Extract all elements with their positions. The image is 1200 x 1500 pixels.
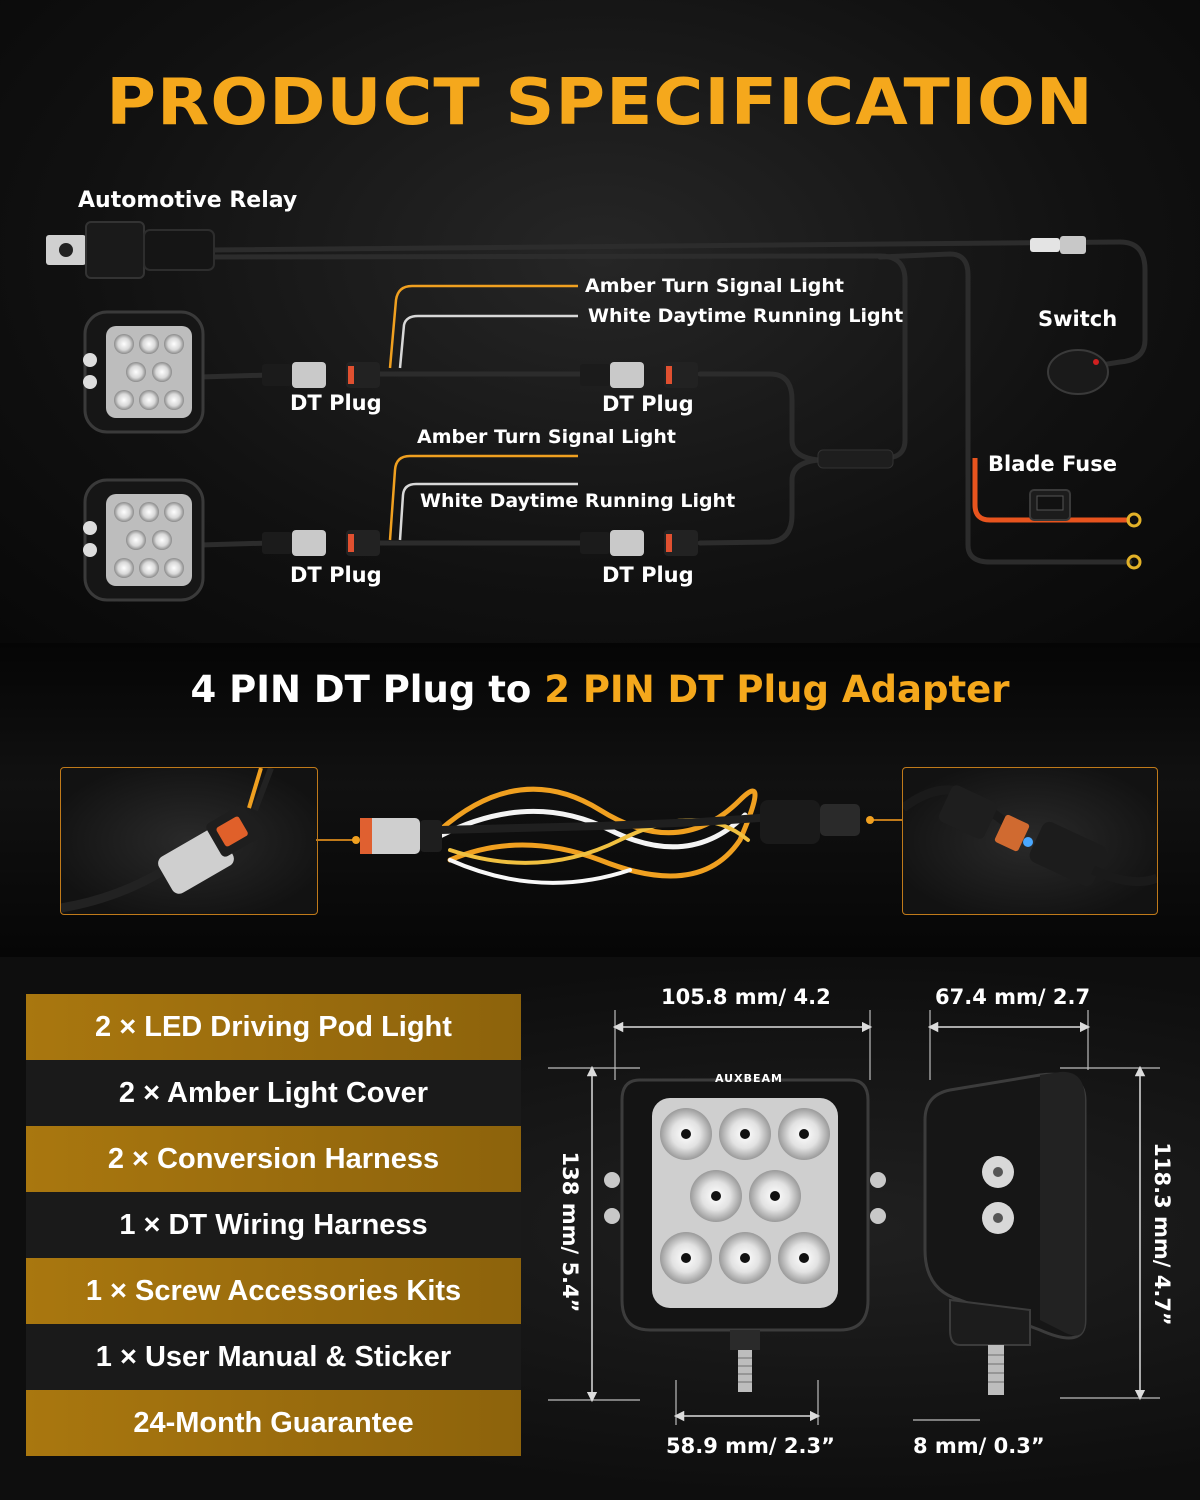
kit-item: 2 × Amber Light Cover <box>26 1060 521 1126</box>
dt-plug-label: DT Plug <box>602 563 694 587</box>
adapter-inset-left <box>60 767 318 915</box>
bracket-width-label: 58.9 mm/ 2.3” <box>666 1434 835 1458</box>
four-pin-connector-illustration <box>61 768 274 913</box>
two-pin-connector-illustration <box>903 785 1157 887</box>
pod-light-top <box>83 310 205 434</box>
bottom-white-label: White Daytime Running Light <box>420 490 736 512</box>
adapter-inset-right <box>902 767 1158 915</box>
bolt-diameter-label: 8 mm/ 0.3” <box>913 1434 1045 1458</box>
dt-plug-group <box>262 362 698 556</box>
fuse-label: Blade Fuse <box>988 452 1117 476</box>
side-height-label: 118.3 mm/ 4.7” <box>1150 1142 1174 1326</box>
top-white-label: White Daytime Running Light <box>588 305 904 327</box>
kit-item: 2 × LED Driving Pod Light <box>26 994 521 1060</box>
kit-item: 24-Month Guarantee <box>26 1390 521 1456</box>
kit-item: 2 × Conversion Harness <box>26 1126 521 1192</box>
dt-plug-label: DT Plug <box>602 392 694 416</box>
side-depth-label: 67.4 mm/ 2.7 <box>935 985 1091 1009</box>
adapter-title-part2: 2 PIN DT Plug Adapter <box>544 668 1010 711</box>
adapter-title: 4 PIN DT Plug to 2 PIN DT Plug Adapter <box>0 668 1200 711</box>
wiring-diagram <box>46 221 1148 602</box>
switch-label: Switch <box>1038 307 1118 331</box>
adapter-title-part1: 4 PIN DT Plug to <box>190 668 545 711</box>
dt-plug-label: DT Plug <box>290 391 382 415</box>
top-amber-label: Amber Turn Signal Light <box>585 275 844 297</box>
page-title: PRODUCT SPECIFICATION <box>106 66 1094 140</box>
kit-item: 1 × DT Wiring Harness <box>26 1192 521 1258</box>
dt-plug-label: DT Plug <box>290 563 382 587</box>
side-view <box>923 1071 1087 1395</box>
kit-item: 1 × User Manual & Sticker <box>26 1324 521 1390</box>
front-height-label: 138 mm/ 5.4” <box>558 1151 582 1313</box>
kit-item: 1 × Screw Accessories Kits <box>26 1258 521 1324</box>
bottom-amber-label: Amber Turn Signal Light <box>417 426 676 448</box>
relay-label: Automotive Relay <box>78 188 298 213</box>
pod-light-bottom <box>83 478 205 602</box>
front-width-label: 105.8 mm/ 4.2 <box>661 985 831 1009</box>
product-brand-logo: AUXBEAM <box>715 1072 783 1085</box>
front-view <box>604 1078 886 1392</box>
